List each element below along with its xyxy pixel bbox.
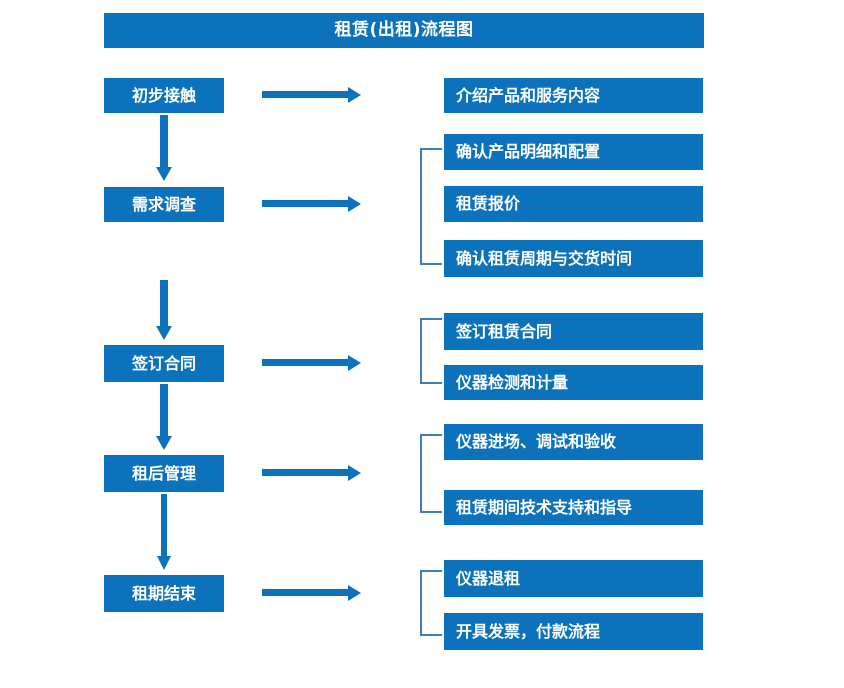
group-bracket-4 xyxy=(420,570,442,636)
arrow-down-icon-4 xyxy=(153,494,175,572)
detail-box-jishu-zhichi[interactable]: 租赁期间技术支持和指导 xyxy=(444,490,703,525)
stage-box-label: 初步接触 xyxy=(131,85,196,105)
detail-box-yiqi-jiance[interactable]: 仪器检测和计量 xyxy=(444,365,703,400)
group-bracket-1 xyxy=(420,148,442,265)
detail-box-label: 介绍产品和服务内容 xyxy=(456,85,601,105)
arrow-right-icon-1 xyxy=(262,84,362,106)
detail-box-zhouqi-jiaohuo[interactable]: 确认租赁周期与交货时间 xyxy=(444,240,703,277)
detail-box-jieshao-chanpin[interactable]: 介绍产品和服务内容 xyxy=(444,78,703,113)
arrow-right-icon-2 xyxy=(262,193,362,215)
arrow-down-icon-2 xyxy=(153,280,175,342)
detail-box-queren-mingxi[interactable]: 确认产品明细和配置 xyxy=(444,134,703,170)
detail-box-label: 签订租赁合同 xyxy=(456,321,553,341)
stage-box-zuhou-guanli[interactable]: 租后管理 xyxy=(104,455,224,492)
group-bracket-3 xyxy=(420,434,442,513)
arrow-right-icon-3 xyxy=(262,352,362,374)
page-title: 租赁(出租)流程图 xyxy=(334,20,474,40)
detail-box-label: 仪器进场、调试和验收 xyxy=(456,432,617,452)
detail-box-label: 开具发票，付款流程 xyxy=(456,621,601,641)
detail-box-yiqi-tuizu[interactable]: 仪器退租 xyxy=(444,560,703,597)
detail-box-label: 仪器退租 xyxy=(456,568,521,588)
detail-box-label: 确认租赁周期与交货时间 xyxy=(456,248,633,268)
flowchart-title-bar: 租赁(出租)流程图 xyxy=(104,13,704,48)
stage-box-label: 租后管理 xyxy=(131,463,196,483)
detail-box-yiqi-jinchang[interactable]: 仪器进场、调试和验收 xyxy=(444,424,703,460)
arrow-right-icon-5 xyxy=(262,582,362,604)
stage-box-qianding-hetong[interactable]: 签订合同 xyxy=(104,345,224,382)
stage-box-label: 需求调查 xyxy=(131,194,196,214)
detail-box-label: 租赁期间技术支持和指导 xyxy=(456,497,633,517)
stage-box-zuqi-jieshu[interactable]: 租期结束 xyxy=(104,575,224,612)
detail-box-label: 确认产品明细和配置 xyxy=(456,142,601,162)
arrow-down-icon-1 xyxy=(153,115,175,183)
stage-box-xuqiu-diaocha[interactable]: 需求调查 xyxy=(104,187,224,222)
detail-box-kaiju-fapiao[interactable]: 开具发票，付款流程 xyxy=(444,613,703,650)
arrow-right-icon-4 xyxy=(262,462,362,484)
stage-box-chubu-jiechu[interactable]: 初步接触 xyxy=(104,78,224,113)
stage-box-label: 租期结束 xyxy=(131,583,196,603)
detail-box-label: 租赁报价 xyxy=(456,194,521,214)
group-bracket-2 xyxy=(420,318,442,384)
detail-box-label: 仪器检测和计量 xyxy=(456,372,569,392)
detail-box-zulin-baojia[interactable]: 租赁报价 xyxy=(444,186,703,222)
stage-box-label: 签订合同 xyxy=(131,353,196,373)
arrow-down-icon-3 xyxy=(153,384,175,452)
detail-box-qianding-zulin-hetong[interactable]: 签订租赁合同 xyxy=(444,313,703,350)
